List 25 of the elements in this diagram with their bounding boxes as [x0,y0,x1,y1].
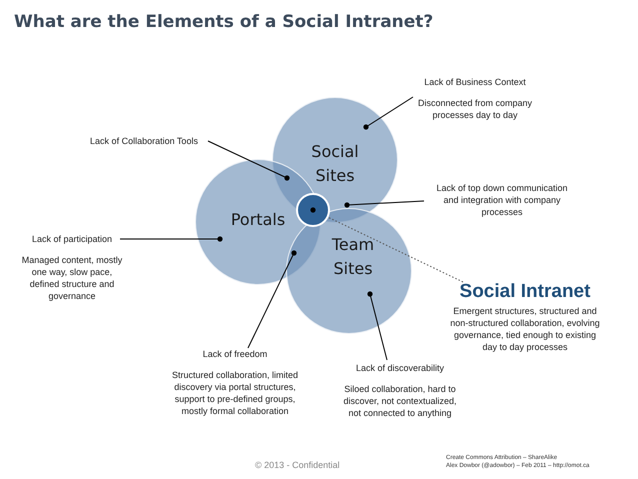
venn-circle [296,193,330,227]
callout-heading: Lack of participation [32,233,112,245]
callout-text: Managed content, mostly one way, slow pace, defined structure and governance [20,254,124,302]
callout-text: Structured collaboration, limited discovery via portal structures, support to pre-defined groups, mostly formal collaboration [170,369,300,417]
callout-heading: Social Intranet [460,281,590,303]
circle-label: Team Sites [330,234,376,280]
callout-heading: Lack of Collaboration Tools [90,135,198,147]
copyright-footer: © 2013 - Confidential [255,460,340,470]
leader-line [328,216,464,282]
callout-heading: Lack of freedom [202,348,268,360]
leader-line [344,200,424,208]
callout-heading: Lack of Business Context [424,76,526,88]
callout-heading: Lack of discoverability [356,362,444,374]
circle-label: Social Sites [310,141,360,187]
title: What are the Elements of a Social Intranet? [14,12,434,32]
callout-text: Emergent structures, structured and non-structured collaboration, evolving governance, tied enough to existing day to day processes [449,305,601,353]
leader-line [367,291,388,360]
circle-label: Portals [230,209,286,231]
leader-line [208,140,290,181]
callout-text: Siloed collaboration, hard to discover, not contextualized, not connected to anything [342,383,458,419]
leader-line [363,96,414,130]
callout-text: Disconnected from company processes day to day [416,97,534,121]
leader-line [248,250,297,348]
callout-heading: Lack of top down communication and integration with company processes [435,182,569,218]
leader-line [120,236,223,242]
